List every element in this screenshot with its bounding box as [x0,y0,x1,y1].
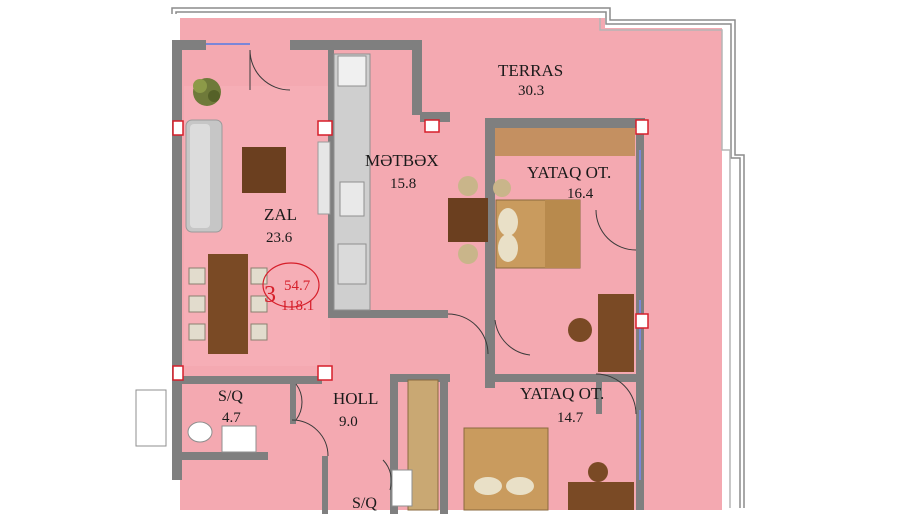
dining-table [188,254,268,354]
room-area-zal: 23.6 [266,230,293,246]
kitchen-dining-set [448,176,511,264]
room-name-sq-2: S/Q [352,495,377,512]
room-name-holl: HOLL [333,389,378,408]
unit-number: 3 [264,282,276,308]
room-area-yataq-2: 14.7 [557,410,584,426]
room-area-sq-1: 4.7 [222,410,241,426]
washbasin-icon [221,425,257,453]
unit-area-total: 118.1 [281,298,314,314]
room-labels: TERRAS 30.3 MƏTBƏX 15.8 YATAQ OT. 16.4 Z… [218,61,611,512]
unit-badge: 3 54.7 118.1 [262,262,320,314]
bed-2 [463,427,549,511]
desk-3 [568,462,634,510]
stove-icon [337,243,367,285]
room-name-yataq-2: YATAQ OT. [520,384,604,403]
room-area-terras: 30.3 [518,83,544,99]
bed-1 [495,199,581,269]
sofa [185,119,223,233]
washbasin-2-icon [391,469,413,507]
sink-icon [339,181,365,217]
terrace-outline [171,7,745,508]
room-name-yataq-1: YATAQ OT. [527,163,611,182]
wardrobe-1 [495,128,635,156]
room-name-terras: TERRAS [498,61,563,80]
plant-icon [193,78,221,106]
terrace-floor [180,18,722,510]
door-swings [249,49,637,491]
room-area-holl: 9.0 [339,414,358,430]
unit-area-living: 54.7 [284,278,311,294]
column-markers [172,119,649,381]
coffee-table [242,147,286,193]
tv-unit [317,141,331,215]
room-area-yataq-1: 16.4 [567,186,594,202]
wardrobe-2 [407,379,439,511]
room-name-sq-1: S/Q [218,388,243,405]
room-name-zal: ZAL [264,205,297,224]
room-area-metbex: 15.8 [390,176,416,192]
desk-2 [568,294,634,372]
unit-badge-circle [262,262,320,308]
toilet-icon [187,421,213,443]
bathroom-fixtures [135,389,413,507]
room-name-metbex: MƏTBƏX [365,151,439,170]
kitchen-counter [333,53,371,311]
